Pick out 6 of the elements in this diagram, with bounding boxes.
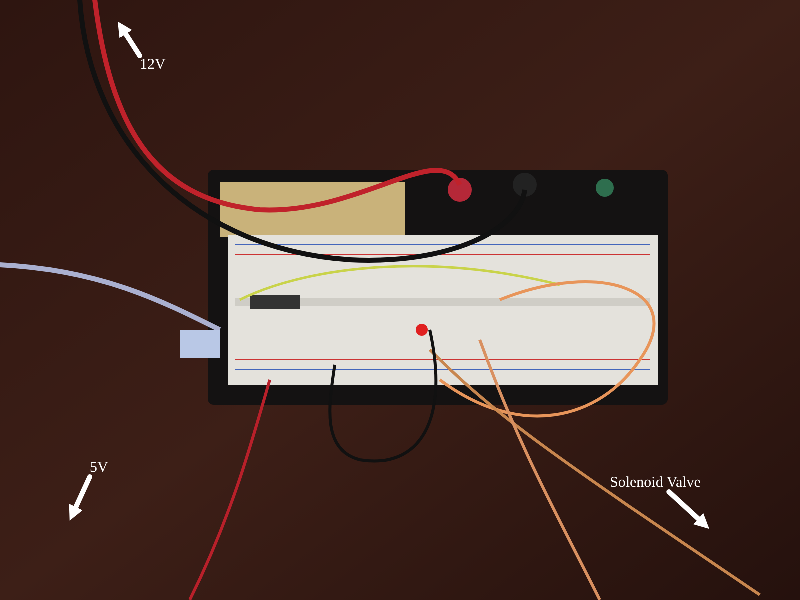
pointer-arrow (69, 474, 92, 521)
pointer-arrow (666, 490, 710, 530)
annotation-label: Solenoid Valve (610, 474, 701, 492)
annotation-label: 12V (140, 56, 166, 74)
pointer-arrow (118, 22, 142, 58)
annotation-label: 5V (90, 459, 108, 477)
